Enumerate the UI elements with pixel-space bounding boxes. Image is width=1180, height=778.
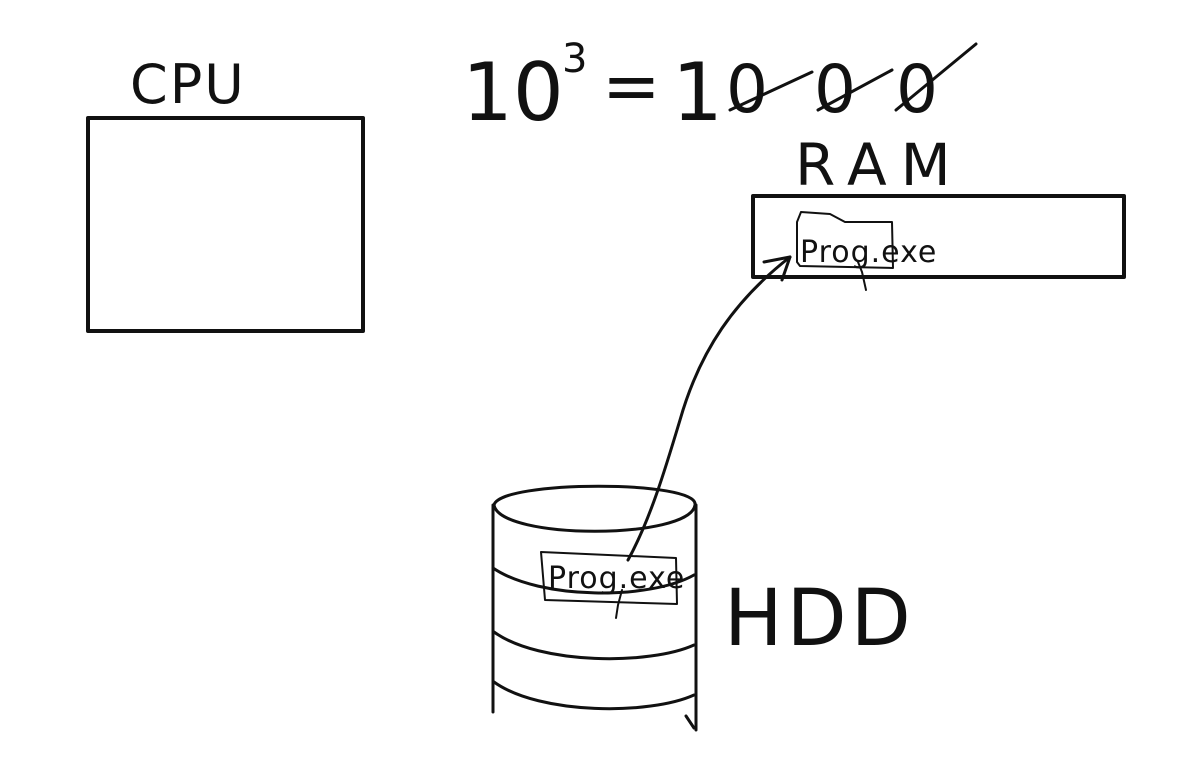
formula-zero-2: 0 [814,51,856,128]
hdd-cylinder [491,484,698,732]
formula-base: 10 [462,46,564,139]
cpu-label: CPU [130,53,246,116]
hdd-platter-3 [492,680,696,711]
load-arrow-head [762,255,792,282]
strike-line-3 [894,42,978,112]
hdd-file: Prog.exe [540,551,685,619]
hdd-platter-1 [491,566,696,595]
hdd-file-icon [540,551,678,605]
formula-equals: = [602,45,661,127]
formula: 10 3 = 1 0 0 0 [462,36,978,139]
hdd-bottom-mark [684,714,696,730]
formula-zero-3: 0 [896,51,938,128]
ram-box [751,194,1126,279]
strike-line-2 [816,68,894,112]
hdd-platter-2 [492,630,696,661]
hdd-file-name: Prog.exe [548,561,685,596]
ram-label: RAM [795,131,965,199]
ram-file: Prog.exe [796,211,937,291]
hdd-top [492,484,697,533]
formula-zero-1: 0 [726,51,768,128]
hdd-label: HDD [724,574,915,664]
formula-result-digit: 1 [672,46,723,139]
cpu-box [86,116,365,333]
hdd-file-tail [615,589,623,619]
strike-line-1 [728,70,814,112]
formula-exponent: 3 [562,36,587,82]
ram-file-tail [857,261,867,291]
load-arrow [626,255,792,562]
ram-file-name: Prog.exe [800,235,937,270]
ram-file-icon [796,211,894,269]
